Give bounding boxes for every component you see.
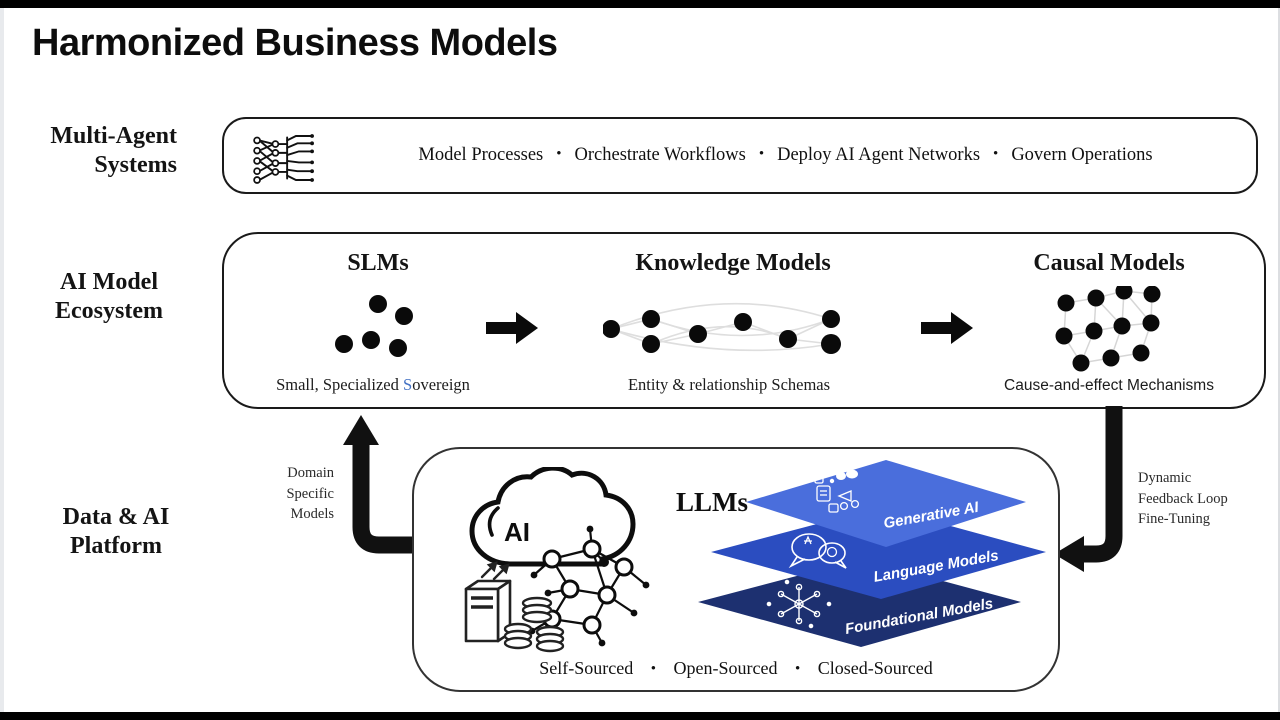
row-label-line: Multi-Agent [50,123,177,149]
bullet-separator: • [556,146,562,162]
page-title: Harmonized Business Models [32,22,558,64]
llm-box: AI [412,447,1060,692]
linked-nodes-icon [603,302,841,354]
slide-canvas: Harmonized Business Models Multi-Agent S… [0,8,1280,712]
right-block-arrow [921,312,973,344]
generative-ai-icons [814,469,860,513]
capability-item: Govern Operations [1011,145,1153,165]
dot-cluster-icon [335,295,413,357]
bullet-separator: • [650,661,657,677]
column-caption-knowledge-models: Entity & relationship Schemas [627,375,831,394]
letterbox-bar-bottom [0,712,1280,720]
bullet-separator: • [993,146,999,162]
label-line: Domain [287,465,334,481]
capability-item: Deploy AI Agent Networks [777,145,981,165]
label-line: Dynamic [1138,470,1192,486]
cloud-ai-label: AI [504,517,530,547]
bullet-separator: • [758,146,765,162]
label-line: Models [290,506,335,523]
right-block-arrow [486,312,538,344]
column-title-slms: SLMs [347,250,409,276]
bullet-separator: • [794,661,801,677]
column-title-causal-models: Causal Models [1033,250,1185,276]
source-item: Open-Sourced [673,658,778,678]
llm-sources: Self-Sourced • Open-Sourced • Closed-Sou… [414,658,1058,679]
layer-generative-ai [746,460,1026,547]
source-item: Self-Sourced [539,658,634,678]
multi-agent-box: Model Processes • Orchestrate Workflows … [222,117,1258,194]
dynamic-feedback-label: Dynamic Feedback Loop Fine-Tuning [1138,468,1258,530]
model-layers-stack: Foundational Models Language Models [698,460,1046,647]
caption-text: Small, Specialized [276,375,403,394]
row-label-line: AI Model [60,269,158,295]
label-line: Feedback Loop [1138,490,1228,507]
ecosystem-box: SLMs Small, Specialized Sovereign Knowle… [222,232,1266,409]
caption-highlight: S [403,375,413,394]
molecule-icon [766,579,832,629]
letterbox-bar-top [0,0,1280,8]
row-label-line: Data & AI [62,504,170,530]
dynamic-feedback-arrow [1054,406,1123,572]
neural-wiring-icon [253,134,314,184]
llm-title: LLMs [676,487,749,517]
column-title-knowledge-models: Knowledge Models [635,250,831,276]
row-label-line: Ecosystem [55,298,163,325]
source-item: Closed-Sourced [817,658,933,678]
label-line: Specific [286,485,334,502]
domain-specific-models-label: Domain Specific Models [239,463,334,525]
layer-language-models [711,507,1046,599]
causal-graph-icon [1055,286,1161,372]
column-caption-causal-models: Cause-and-effect Mechanisms [1004,377,1214,394]
row-label-line: Systems [94,152,177,179]
caption-text: overeign [412,375,470,394]
domain-specific-models-arrow [343,415,419,554]
row-label-ai-model-ecosystem: AI Model Ecosystem [24,268,194,327]
label-line: Fine-Tuning [1138,511,1210,528]
row-label-line: Platform [70,533,162,560]
ai-cloud-data-icon: AI [464,467,650,653]
capability-item: Orchestrate Workflows [574,145,746,165]
row-label-multi-agent-systems: Multi-Agent Systems [24,122,177,181]
row-label-data-ai-platform: Data & AI Platform [31,503,201,562]
capability-item: Model Processes [418,145,544,165]
column-caption-slms: Small, Specialized Sovereign [228,375,518,395]
speech-bubbles-icon [788,533,847,569]
multi-agent-capabilities: Model Processes • Orchestrate Workflows … [329,119,1242,192]
